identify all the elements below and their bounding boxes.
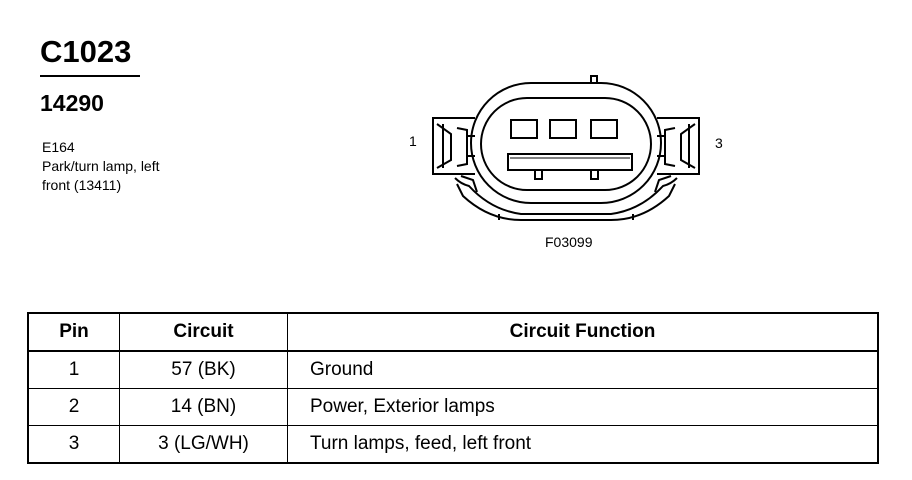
cell-circuit: 57 (BK) <box>119 350 288 389</box>
description-line-2: Park/turn lamp, left <box>42 158 160 174</box>
terminal-cavity-2 <box>549 119 577 139</box>
cell-circuit: 3 (LG/WH) <box>119 425 288 464</box>
cell-pin: 2 <box>27 388 120 426</box>
cell-pin: 1 <box>27 350 120 389</box>
connector-face-diagram: 1 3 <box>409 75 723 221</box>
table-row: 2 14 (BN) Power, Exterior lamps <box>27 388 879 426</box>
outer-housing <box>470 82 662 204</box>
post-right <box>590 170 599 180</box>
connector-description: E164 Park/turn lamp, left front (13411) <box>42 138 160 195</box>
keyway-bar <box>507 153 633 171</box>
description-line-3: front (13411) <box>42 177 122 193</box>
part-number: 14290 <box>40 90 104 116</box>
header-circuit: Circuit <box>119 312 288 352</box>
header-circuit-function: Circuit Function <box>287 312 879 352</box>
cell-pin: 3 <box>27 425 120 464</box>
connector-id: C1023 <box>40 34 132 69</box>
title-underline <box>40 75 140 77</box>
right-ear <box>657 117 700 175</box>
table-row: 1 57 (BK) Ground <box>27 350 879 389</box>
cell-circuit: 14 (BN) <box>119 388 288 426</box>
latch-tab <box>590 75 598 84</box>
lower-skirt <box>454 177 678 215</box>
header-pin: Pin <box>27 312 120 352</box>
cell-function: Turn lamps, feed, left front <box>287 425 879 464</box>
inner-housing <box>480 97 652 191</box>
figure-code: F03099 <box>545 234 593 250</box>
pin-label-left: 1 <box>409 133 417 149</box>
cell-function: Power, Exterior lamps <box>287 388 879 426</box>
terminal-cavity-3 <box>590 119 618 139</box>
pin-circuit-table: Pin Circuit Circuit Function 1 57 (BK) G… <box>27 312 879 464</box>
table-header-row: Pin Circuit Circuit Function <box>27 312 879 352</box>
post-left <box>534 170 543 180</box>
pin-label-right: 3 <box>715 135 723 151</box>
description-line-1: E164 <box>42 139 75 155</box>
table-row: 3 3 (LG/WH) Turn lamps, feed, left front <box>27 425 879 464</box>
left-ear <box>432 117 475 175</box>
cell-function: Ground <box>287 350 879 389</box>
terminal-cavity-1 <box>510 119 538 139</box>
